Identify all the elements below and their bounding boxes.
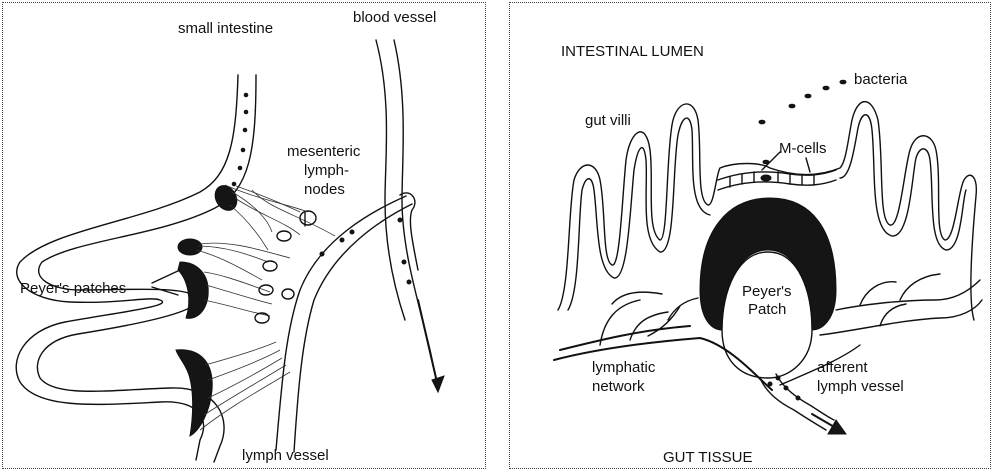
m-cell-layer bbox=[718, 170, 836, 190]
intestinal-lumen-label: INTESTINAL LUMEN bbox=[561, 43, 704, 60]
bacteria-label: bacteria bbox=[854, 71, 908, 88]
gut-tissue-label: GUT TISSUE bbox=[663, 449, 752, 466]
peyers-patch-label-line1: Peyer's bbox=[742, 283, 792, 300]
afferent-lymph-vessel-label-line2: lymph vessel bbox=[817, 378, 904, 395]
lymphatic-network-label-line1: lymphatic bbox=[592, 359, 656, 376]
afferent-lymph-vessel-label-line1: afferent bbox=[817, 359, 868, 376]
gut-villi-label: gut villi bbox=[585, 112, 631, 129]
m-cells-label: M-cells bbox=[779, 140, 827, 157]
lymphatic-network-label-line2: network bbox=[592, 378, 645, 395]
peyers-patch-label-line2: Patch bbox=[748, 301, 786, 318]
